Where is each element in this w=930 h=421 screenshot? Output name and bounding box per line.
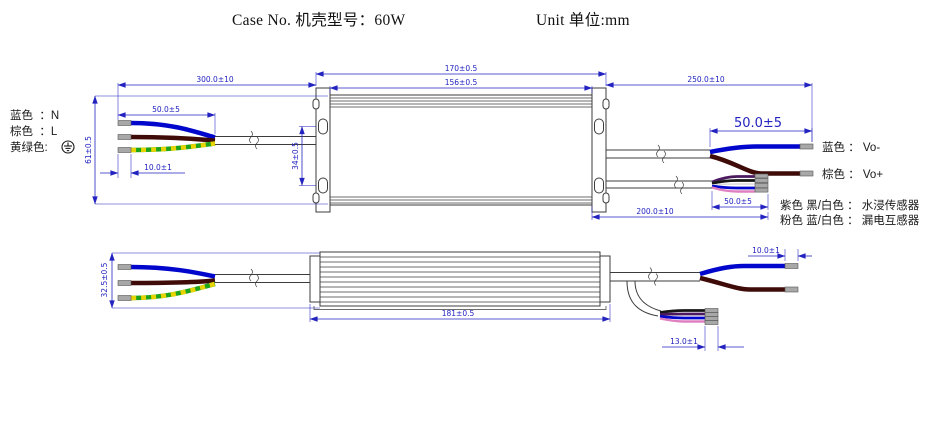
dim-text: 10.0±1 bbox=[144, 163, 172, 172]
dim-input-cable: 300.0±10 bbox=[117, 75, 317, 120]
dim-text: 250.0±10 bbox=[687, 75, 725, 84]
dim-body-length: 156±0.5 bbox=[329, 78, 593, 93]
cable-break-mark bbox=[648, 267, 658, 286]
dim-sensor-strip: 50.0±5 bbox=[711, 191, 769, 210]
dim-text: 61±0.5 bbox=[84, 136, 93, 164]
label-vo-plus: 棕色 ： Vo+ bbox=[822, 167, 883, 181]
top-view: 300.0±10 170±0.5 156±0.5 250.0±10 bbox=[10, 64, 920, 227]
output-wire-legend: 蓝色 ： Vo- 棕色 ： Vo+ 紫色 黑/白色 ： 水浸传感器 粉色 蓝/白… bbox=[780, 140, 920, 227]
dim-text: 156±0.5 bbox=[445, 78, 478, 87]
output-wires-plan bbox=[610, 263, 799, 293]
input-wire-legend: 蓝色 ：N 棕色 ：L 黄绿色: bbox=[10, 108, 75, 154]
dim-text: 50.0±5 bbox=[734, 116, 782, 131]
cable-break-mark bbox=[674, 175, 684, 195]
dim-text: 200.0±10 bbox=[636, 207, 674, 216]
sensor-wires bbox=[606, 173, 769, 195]
case-body-plan bbox=[309, 251, 611, 310]
input-wires-plan bbox=[117, 264, 310, 301]
legend-yellow-green: 黄绿色: bbox=[10, 140, 48, 154]
legend-brown-l: 棕色 ：L bbox=[10, 124, 58, 138]
dim-bracket-holes: 34±0.5 bbox=[291, 126, 316, 186]
dim-text: 34±0.5 bbox=[291, 142, 300, 170]
dim-output-tin: 10.0±1 bbox=[748, 246, 812, 261]
dim-text: 10.0±1 bbox=[752, 246, 780, 255]
case-body-side bbox=[329, 94, 593, 206]
bottom-view: 32.5±0.5 181±0.5 10.0±1 bbox=[100, 246, 812, 351]
dim-output-cable: 250.0±10 bbox=[605, 75, 813, 142]
dim-input-tin: 10.0±1 bbox=[100, 154, 185, 178]
label-vo-minus: 蓝色 ： Vo- bbox=[822, 140, 880, 154]
dim-text: 181±0.5 bbox=[442, 309, 475, 318]
dim-sensor-cable: 200.0±10 bbox=[591, 206, 769, 220]
dim-case-height: 61±0.5 bbox=[84, 95, 328, 205]
dim-case-width: 32.5±0.5 bbox=[100, 252, 320, 309]
cable-break-mark bbox=[249, 268, 259, 288]
dim-sensor-tin: 13.0±1 bbox=[662, 326, 744, 351]
earth-ground-icon bbox=[61, 140, 75, 154]
dim-text: 13.0±1 bbox=[670, 337, 698, 346]
dim-output-strip: 50.0±5 bbox=[709, 116, 813, 147]
input-wires bbox=[117, 120, 316, 153]
dim-text: 50.0±5 bbox=[152, 105, 180, 114]
cable-break-mark bbox=[656, 144, 666, 164]
label-leakage-sensor: 粉色 蓝/白色 ： 漏电互感器 bbox=[780, 213, 920, 227]
sensor-wires-plan bbox=[626, 280, 719, 325]
dim-text: 32.5±0.5 bbox=[100, 262, 109, 297]
unit-title: Unit 单位:mm bbox=[536, 12, 630, 29]
dim-text: 50.0±5 bbox=[724, 197, 752, 206]
dim-text: 170±0.5 bbox=[445, 64, 478, 73]
left-mounting-bracket bbox=[312, 87, 331, 213]
output-wires bbox=[606, 143, 814, 177]
dim-total-length: 181±0.5 bbox=[309, 304, 611, 322]
cable-break-mark bbox=[249, 130, 259, 150]
dim-text: 300.0±10 bbox=[196, 75, 234, 84]
dim-input-strip: 50.0±5 bbox=[117, 105, 216, 134]
legend-blue-n: 蓝色 ：N bbox=[10, 108, 59, 122]
label-water-sensor: 紫色 黑/白色 ： 水浸传感器 bbox=[780, 198, 920, 212]
case-number-title: Case No. 机壳型号：60W bbox=[232, 12, 406, 29]
